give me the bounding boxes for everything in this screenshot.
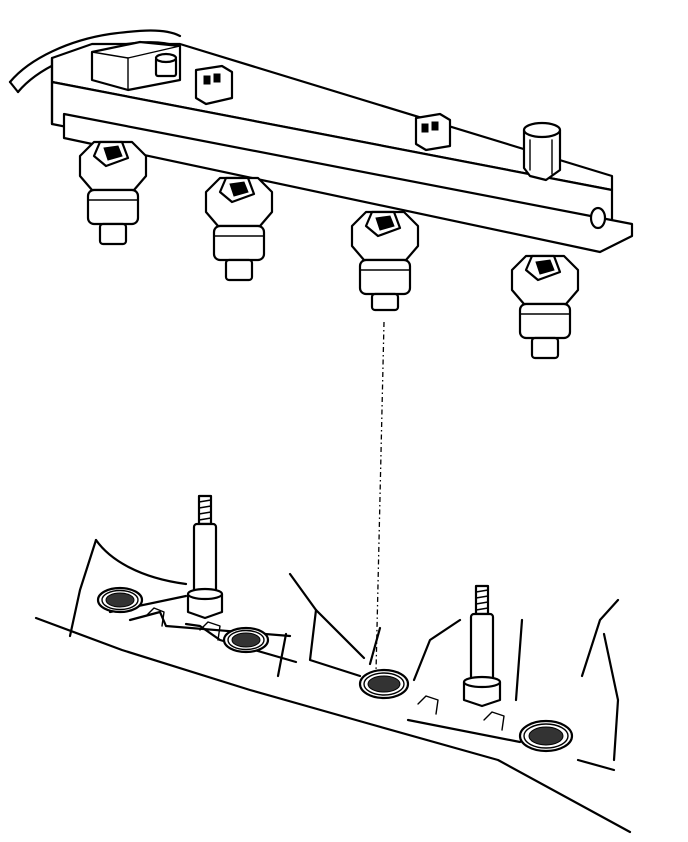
fuel-injector-3 (350, 210, 420, 312)
intake-manifold (34, 538, 632, 834)
rail-sensor (522, 121, 562, 182)
fuel-rail (50, 42, 634, 254)
fuel-injector-4 (510, 254, 580, 360)
injector-seat-2 (222, 626, 270, 654)
rail-connector-1 (194, 64, 234, 106)
injector-seat-1 (96, 586, 144, 614)
mounting-stud-2 (462, 584, 502, 708)
mounting-stud-1 (186, 494, 224, 620)
rail-end-port (589, 206, 607, 230)
rail-connector-2 (414, 112, 452, 152)
injector-seat-4 (518, 719, 574, 753)
pressure-regulator-block (90, 40, 182, 92)
rail-bolt (154, 52, 178, 78)
injector-seat-3 (358, 668, 410, 700)
fuel-injector-2 (204, 176, 274, 282)
alignment-line (375, 321, 385, 673)
fuel-injector-1 (78, 140, 148, 246)
